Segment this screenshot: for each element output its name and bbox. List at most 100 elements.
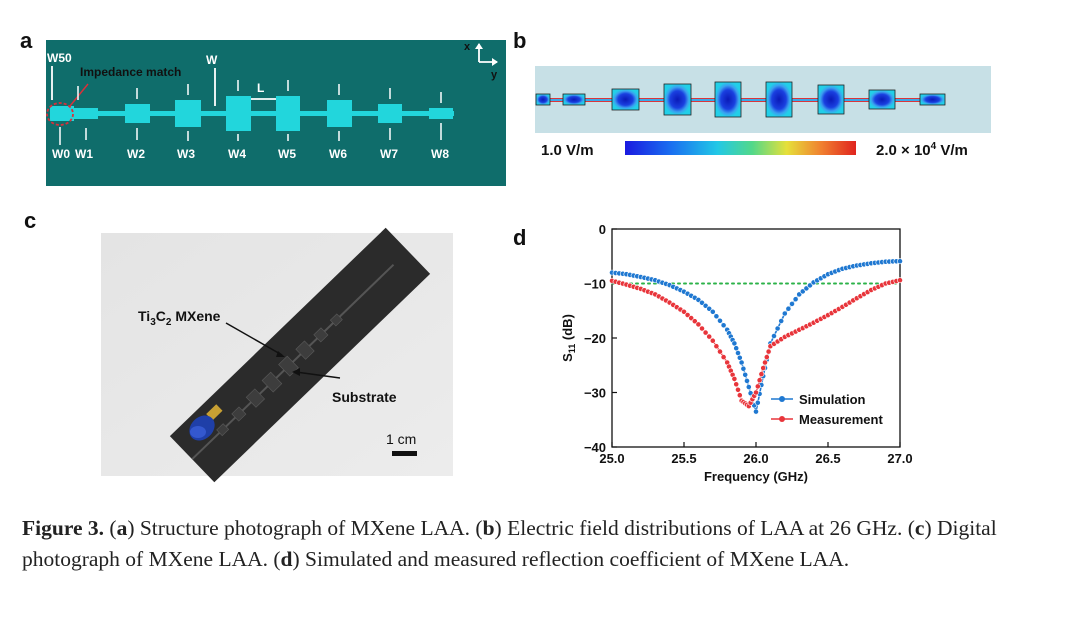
- data-point: [713, 343, 720, 350]
- impedance-match-marker: [46, 102, 74, 126]
- patch-w6: [327, 100, 352, 127]
- x-tick-label: 27.0: [887, 451, 912, 466]
- label-l: L: [257, 81, 264, 95]
- data-point: [785, 305, 792, 312]
- data-point: [745, 384, 752, 390]
- color-scale-bar: [625, 141, 856, 155]
- data-point: [702, 329, 709, 336]
- figure-caption: Figure 3. (a) Structure photograph of MX…: [22, 513, 1062, 575]
- data-point: [781, 310, 788, 317]
- data-point: [736, 392, 743, 399]
- data-point: [709, 308, 716, 315]
- caption-text: ) Structure photograph of MXene LAA. (: [127, 516, 483, 540]
- y-tick-label: 0: [599, 222, 606, 237]
- label-w2: W2: [127, 147, 145, 161]
- panel-letter-a: a: [20, 28, 33, 53]
- label-w: W: [206, 53, 218, 67]
- caption-text: ) Digital photograph of MXene LAA. (: [22, 516, 997, 571]
- x-tick-label: 26.0: [743, 451, 768, 466]
- data-point: [753, 389, 759, 396]
- patch-w5: [276, 96, 300, 131]
- caption-ref-c: c: [914, 516, 925, 540]
- legend-label: Measurement: [799, 412, 883, 427]
- data-point: [789, 300, 795, 307]
- label-w7: W7: [380, 147, 398, 161]
- legend-marker: [779, 416, 785, 422]
- legend-label: Simulation: [799, 392, 866, 407]
- label-impedance-match: Impedance match: [80, 65, 181, 79]
- caption-text: ) Electric field distributions of LAA at…: [494, 516, 915, 540]
- data-point: [762, 359, 768, 366]
- label-w5: W5: [278, 147, 296, 161]
- data-point: [765, 348, 772, 355]
- data-point: [733, 345, 740, 352]
- label-w6: W6: [329, 147, 347, 161]
- sma-connector: [189, 404, 223, 441]
- data-point: [688, 315, 695, 321]
- data-point: [792, 296, 799, 303]
- data-point: [753, 408, 759, 415]
- panel-letter-b: b: [513, 28, 527, 53]
- data-point: [763, 354, 770, 360]
- data-point: [684, 312, 691, 318]
- caption-ref-a: a: [116, 516, 128, 540]
- caption-ref-d: d: [280, 547, 293, 571]
- label-ti3c2-mxene: Ti3C2 MXene: [138, 308, 221, 328]
- caption-text: ) Simulated and measured reflection coef…: [292, 547, 850, 571]
- label-w8: W8: [431, 147, 449, 161]
- label-scale: 1 cm: [386, 431, 416, 447]
- data-point: [717, 317, 723, 324]
- data-point: [771, 333, 777, 339]
- data-point: [735, 386, 741, 393]
- data-point: [758, 371, 765, 377]
- impedance-arrow: [69, 83, 89, 107]
- x-axis-label: Frequency (GHz): [704, 469, 808, 484]
- scale-max-label: 2.0 × 104 V/m: [876, 141, 968, 159]
- x-tick-label: 26.5: [815, 451, 840, 466]
- feed-line: [74, 111, 454, 116]
- data-point: [713, 313, 720, 320]
- y-tick-label: −40: [584, 440, 606, 455]
- y-tick-label: −10: [584, 277, 606, 292]
- y-axis-label: S11 (dB): [560, 314, 577, 362]
- data-point: [720, 354, 727, 360]
- data-point: [695, 321, 702, 328]
- caption-figure-number: Figure 3.: [22, 516, 105, 540]
- data-point: [897, 277, 903, 284]
- data-point: [738, 359, 745, 366]
- data-point: [681, 308, 687, 315]
- data-point: [706, 333, 713, 340]
- data-point: [756, 377, 763, 384]
- x-tick-label: 25.0: [599, 451, 624, 466]
- patch-w4: [226, 96, 251, 131]
- scale-bar: [392, 451, 417, 456]
- label-w50: W50: [47, 51, 72, 65]
- caption-ref-b: b: [482, 516, 495, 540]
- patch-w2: [125, 104, 150, 123]
- y-tick-label: −20: [584, 331, 606, 346]
- label-substrate: Substrate: [332, 389, 397, 405]
- patch-w8: [429, 108, 453, 119]
- caption-text: (: [104, 516, 117, 540]
- data-point: [760, 365, 767, 371]
- data-point: [778, 318, 785, 324]
- panel-letter-d: d: [513, 225, 527, 250]
- data-point: [731, 340, 738, 347]
- axis-y-label: y: [491, 69, 498, 81]
- field-patches: [535, 81, 946, 118]
- patch-w1: [74, 108, 98, 119]
- data-point: [731, 375, 738, 382]
- series-measurement: [609, 277, 903, 409]
- label-w1: W1: [75, 147, 93, 161]
- axis-x-label: x: [464, 41, 471, 53]
- label-w4: W4: [228, 147, 246, 161]
- data-point: [691, 318, 698, 325]
- data-point: [709, 337, 716, 344]
- scale-min-label: 1.0 V/m: [541, 142, 594, 159]
- patch-w3: [175, 100, 201, 127]
